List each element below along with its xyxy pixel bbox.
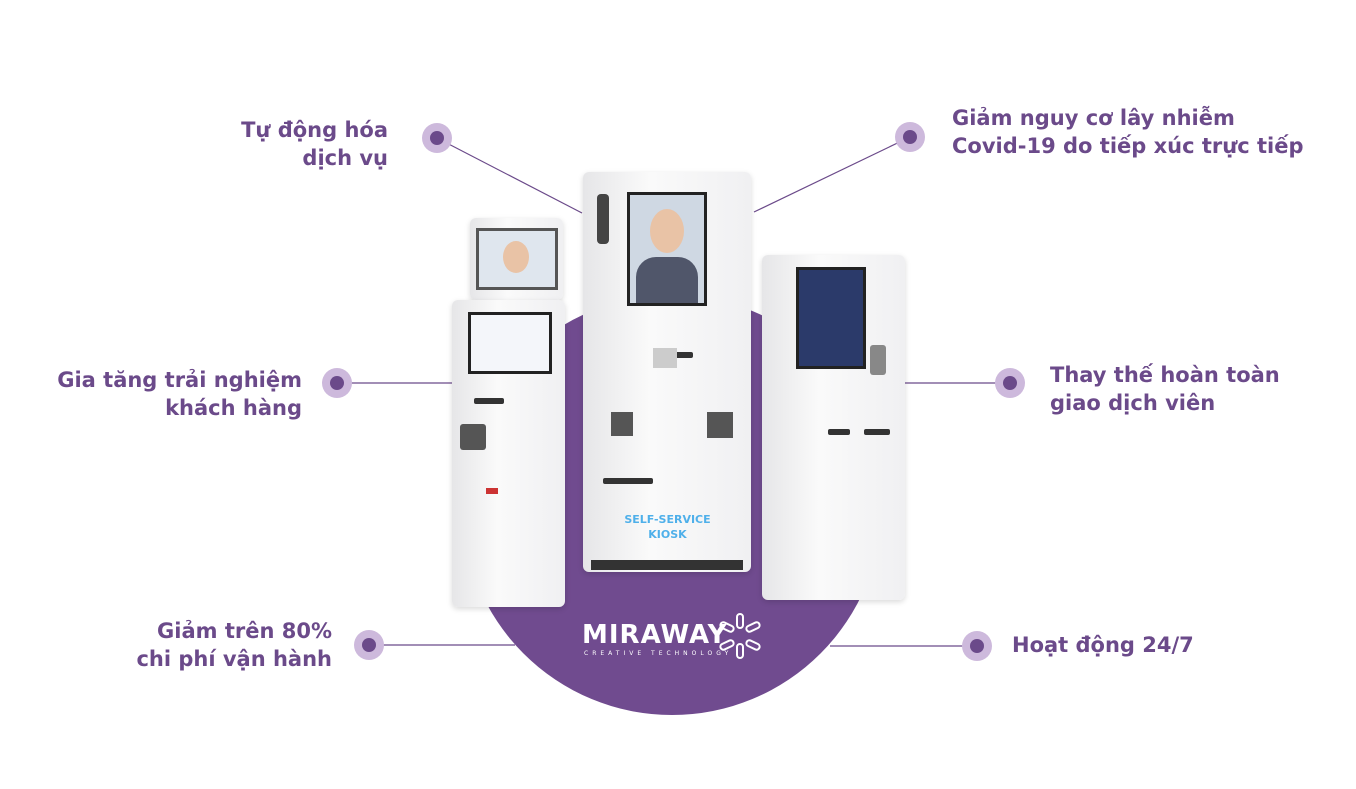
bullet-dot	[354, 630, 384, 660]
dispenser	[611, 412, 633, 436]
benefit-line: Giảm nguy cơ lây nhiễm	[952, 106, 1235, 130]
center-kiosk	[583, 172, 751, 572]
agent-face	[503, 241, 529, 273]
benefit-hours: Hoạt động 24/7	[1012, 631, 1194, 659]
benefit-line: Tự động hóa	[241, 118, 388, 142]
phone-handset	[597, 194, 609, 244]
kiosk-label: SELF-SERVICE KIOSK	[600, 512, 735, 542]
benefit-line: giao dịch viên	[1050, 391, 1216, 415]
kiosk-base	[591, 560, 743, 570]
benefit-line: dịch vụ	[302, 146, 388, 170]
benefit-line: Giảm trên 80%	[157, 619, 332, 643]
slot	[828, 429, 850, 435]
benefit-automation: Tự động hóa dịch vụ	[241, 116, 388, 172]
bullet-dot	[422, 123, 452, 153]
benefit-line: Thay thế hoàn toàn	[1050, 363, 1280, 387]
agent-face	[650, 209, 684, 253]
left-kiosk	[452, 300, 565, 607]
video-agent-screen	[476, 228, 558, 290]
indicator	[486, 488, 498, 494]
slot	[474, 398, 504, 404]
benefit-line: khách hàng	[165, 396, 302, 420]
benefit-line: Hoạt động 24/7	[1012, 633, 1194, 657]
connector-line	[436, 137, 583, 214]
benefit-replace: Thay thế hoàn toàn giao dịch viên	[1050, 361, 1280, 417]
benefit-line: chi phí vận hành	[136, 647, 332, 671]
benefit-line: Gia tăng trải nghiệm	[57, 368, 302, 392]
right-kiosk	[762, 255, 905, 600]
kiosk-label-line: KIOSK	[648, 528, 687, 541]
card-reader	[870, 345, 886, 375]
keypad	[653, 348, 677, 368]
slot	[603, 478, 653, 484]
miraway-logo: MIRAWAY	[582, 620, 728, 650]
slot	[864, 429, 890, 435]
connector-line	[753, 136, 911, 213]
miraway-asterisk-icon	[719, 613, 761, 659]
bullet-dot	[895, 122, 925, 152]
benefit-line: Covid-19 do tiếp xúc trực tiếp	[952, 134, 1304, 158]
kiosk-label-line: SELF-SERVICE	[624, 513, 711, 526]
video-agent-screen	[627, 192, 707, 306]
touch-screen	[468, 312, 552, 374]
benefit-cost: Giảm trên 80% chi phí vận hành	[136, 617, 332, 673]
agent-suit	[636, 257, 698, 303]
touch-screen	[796, 267, 866, 369]
benefit-experience: Gia tăng trải nghiệm khách hàng	[57, 366, 302, 422]
benefit-covid: Giảm nguy cơ lây nhiễm Covid-19 do tiếp …	[952, 104, 1303, 160]
bullet-dot	[995, 368, 1025, 398]
slot	[663, 352, 693, 358]
scanner	[460, 424, 486, 450]
left-kiosk-top-display	[470, 218, 563, 300]
bullet-dot	[322, 368, 352, 398]
logo-tagline: CREATIVE TECHNOLOGY	[584, 650, 733, 657]
scanner	[707, 412, 733, 438]
bullet-dot	[962, 631, 992, 661]
